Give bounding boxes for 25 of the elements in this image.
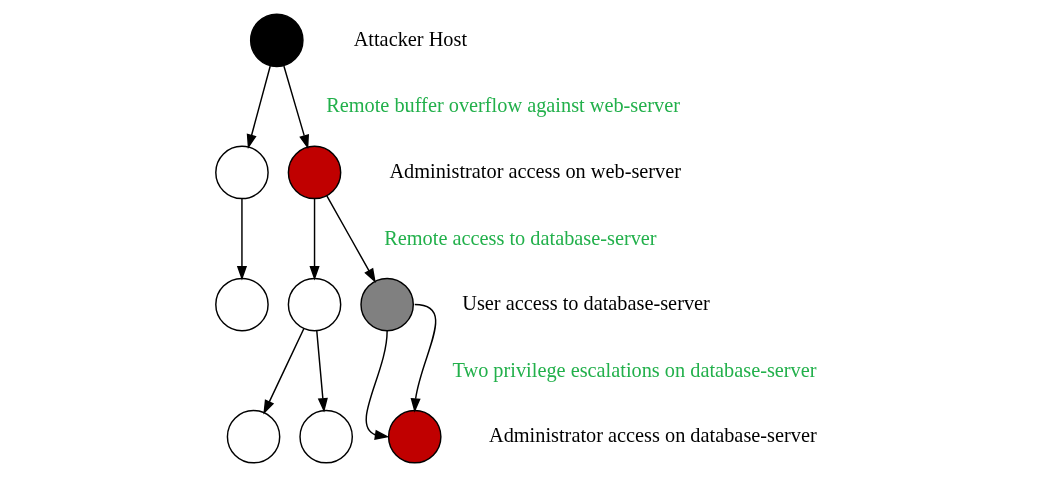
node-circle [249,13,304,68]
arrow [365,329,389,440]
arrow [410,303,436,413]
arrow [308,198,320,281]
arrow [282,65,309,150]
node-circle [359,277,414,332]
edge-label: Two privilege escalations on database-server [451,358,817,381]
arrow [315,330,328,413]
arrow [246,65,271,149]
node-label: Administrator access on database-server [488,424,817,447]
node-label: Attacker Host [353,27,467,50]
arrow [325,195,376,283]
node-circle [214,277,269,332]
edge-label: Remote buffer overflow against web-server [325,94,680,117]
node-circle [387,409,442,464]
node-circle [298,409,353,464]
node-label: User access to database-server [461,291,710,314]
node-circle [214,145,269,200]
node-label: Administrator access on web-server [388,159,681,182]
node-circle [287,277,341,332]
arrow [236,198,247,281]
arrow [262,327,305,415]
edge-label: Remote access to database-server [383,226,657,249]
node-circle [226,409,280,464]
node-circle [287,145,341,200]
